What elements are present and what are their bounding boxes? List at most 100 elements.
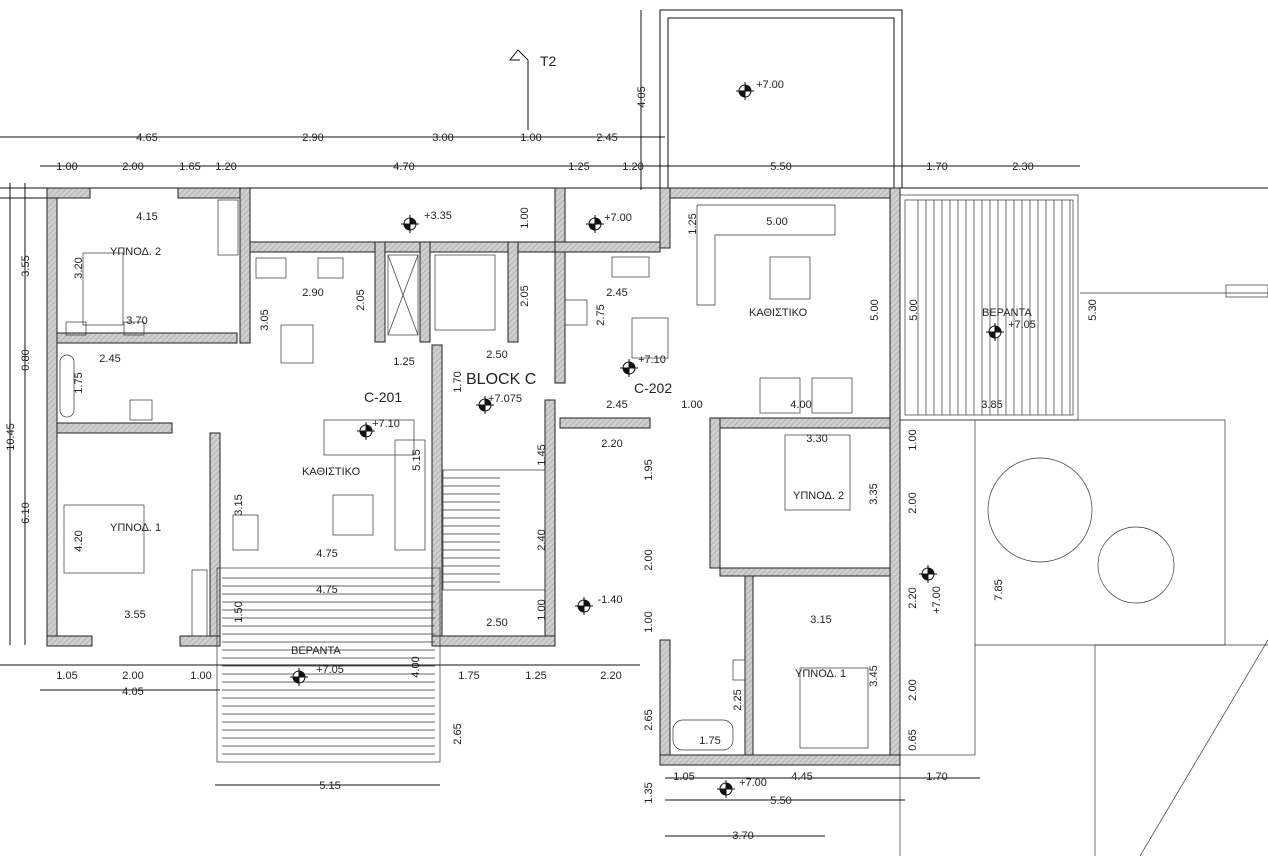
dimension-label: 1.00 bbox=[681, 399, 702, 411]
dimension-label: 1.25 bbox=[525, 670, 546, 682]
dimension-label: 2.45 bbox=[596, 132, 617, 144]
dimension-label: 4.00 bbox=[790, 399, 811, 411]
right-balcony bbox=[899, 284, 1268, 856]
block-label: BLOCK C bbox=[466, 371, 536, 388]
level-label: +7.00 bbox=[756, 79, 784, 91]
dimension-label: 2.00 bbox=[122, 161, 143, 173]
walls bbox=[46, 187, 901, 766]
dimension-label: 5.00 bbox=[869, 299, 881, 320]
dimension-label: 0.65 bbox=[907, 729, 919, 750]
dimension-label: 2.65 bbox=[643, 709, 655, 730]
dimension-label: 3.30 bbox=[806, 433, 827, 445]
level-label: +7.00 bbox=[604, 212, 632, 224]
room-label: ΚΑΘΙΣΤΙΚΟ bbox=[302, 466, 361, 478]
dimension-label: 1.00 bbox=[56, 161, 77, 173]
dimension-label: 4.20 bbox=[73, 530, 85, 551]
dimension-label: 1.05 bbox=[673, 771, 694, 783]
dimension-label: 1.25 bbox=[687, 213, 699, 234]
level-label: +7.05 bbox=[1008, 319, 1036, 331]
dimension-label: 4.05 bbox=[122, 686, 143, 698]
dimension-label: 1.70 bbox=[926, 771, 947, 783]
dimension-label: 1.75 bbox=[73, 372, 85, 393]
dimension-label: 3.55 bbox=[20, 255, 32, 276]
dimension-label: 4.65 bbox=[136, 132, 157, 144]
dimension-label: 2.30 bbox=[1012, 161, 1033, 173]
dimension-label: 2.20 bbox=[907, 587, 919, 608]
dimension-label: 3.00 bbox=[432, 132, 453, 144]
dimension-label: 1.05 bbox=[56, 670, 77, 682]
dimension-label: 4.75 bbox=[316, 584, 337, 596]
dimension-label: 3.55 bbox=[124, 609, 145, 621]
dimension-label: 0.80 bbox=[20, 349, 32, 370]
dimension-label: 1.95 bbox=[643, 459, 655, 480]
room-label: ΒΕΡΑΝΤΑ bbox=[982, 307, 1032, 319]
dimension-label: 1.00 bbox=[536, 599, 548, 620]
dimension-label: 4.70 bbox=[393, 161, 414, 173]
dimension-label: 5.15 bbox=[411, 449, 423, 470]
room-label: ΥΠΝΟΔ. 1 bbox=[110, 522, 161, 534]
dimension-label: 3.70 bbox=[732, 830, 753, 842]
dimension-label: 3.15 bbox=[233, 494, 245, 515]
dimension-label: 1.75 bbox=[699, 735, 720, 747]
dimension-label: 1.20 bbox=[215, 161, 236, 173]
dimension-label: 1.00 bbox=[190, 670, 211, 682]
dimension-label: 2.40 bbox=[536, 529, 548, 550]
dimension-label: 5.00 bbox=[766, 216, 787, 228]
dimension-label: 2.25 bbox=[732, 689, 744, 710]
dimension-label: 4.00 bbox=[410, 656, 422, 677]
section-mark: T2 bbox=[540, 53, 557, 69]
unit-label: C-201 bbox=[364, 389, 402, 405]
level-label: +7.05 bbox=[316, 664, 344, 676]
dimension-label: 5.00 bbox=[908, 299, 920, 320]
level-label: +7.10 bbox=[372, 418, 400, 430]
dimension-label: 1.00 bbox=[643, 611, 655, 632]
dimension-label: 3.70 bbox=[126, 315, 147, 327]
dimension-label: 1.50 bbox=[233, 601, 245, 622]
room-label: ΒΕΡΑΝΤΑ bbox=[291, 645, 341, 657]
dimension-label: 1.35 bbox=[643, 782, 655, 803]
dimension-label: 2.45 bbox=[606, 399, 627, 411]
left-veranda-deck bbox=[216, 567, 441, 763]
dimension-label: 2.50 bbox=[486, 617, 507, 629]
dimension-label: 4.75 bbox=[316, 548, 337, 560]
dimension-label: 7.85 bbox=[993, 579, 1005, 600]
unit-label: C-202 bbox=[634, 380, 672, 396]
dimension-label: 2.75 bbox=[595, 304, 607, 325]
dimension-label: 1.20 bbox=[622, 161, 643, 173]
dimension-label: 1.45 bbox=[536, 444, 548, 465]
dimension-label: 5.15 bbox=[319, 780, 340, 792]
dimension-label: 3.15 bbox=[810, 614, 831, 626]
room-label: ΥΠΝΟΔ. 2 bbox=[793, 490, 844, 502]
dimension-label: 10.45 bbox=[5, 423, 17, 451]
dimension-label: 4.05 bbox=[636, 86, 648, 107]
level-label: +7.075 bbox=[488, 393, 522, 405]
dimension-label: 1.00 bbox=[520, 132, 541, 144]
dimension-label: 1.70 bbox=[926, 161, 947, 173]
dimension-label: 1.00 bbox=[519, 207, 531, 228]
dimension-label: 3.20 bbox=[73, 257, 85, 278]
level-label: -1.40 bbox=[597, 594, 622, 606]
dimension-label: 2.20 bbox=[600, 670, 621, 682]
dimension-label: 2.05 bbox=[519, 285, 531, 306]
dimension-label: 2.90 bbox=[302, 287, 323, 299]
dimension-label: 3.45 bbox=[868, 665, 880, 686]
dimension-label: 1.70 bbox=[452, 371, 464, 392]
dimension-label: 1.25 bbox=[568, 161, 589, 173]
dimension-label: 5.50 bbox=[770, 795, 791, 807]
dimension-label: 2.45 bbox=[606, 287, 627, 299]
dimension-label: 2.50 bbox=[486, 349, 507, 361]
furniture bbox=[59, 199, 869, 751]
dimension-label: 2.45 bbox=[99, 353, 120, 365]
dimension-label: 2.65 bbox=[452, 723, 464, 744]
staircase bbox=[443, 477, 500, 583]
dimension-label: 5.30 bbox=[1087, 299, 1099, 320]
room-label: ΥΠΝΟΔ. 2 bbox=[110, 246, 161, 258]
dimension-label: 3.05 bbox=[259, 309, 271, 330]
dimension-label: 1.75 bbox=[458, 670, 479, 682]
level-label: +7.00 bbox=[931, 586, 943, 614]
dimension-label: 2.00 bbox=[907, 679, 919, 700]
dimension-label: 3.85 bbox=[981, 399, 1002, 411]
dimension-label: 2.90 bbox=[302, 132, 323, 144]
dimension-label: 1.25 bbox=[393, 356, 414, 368]
